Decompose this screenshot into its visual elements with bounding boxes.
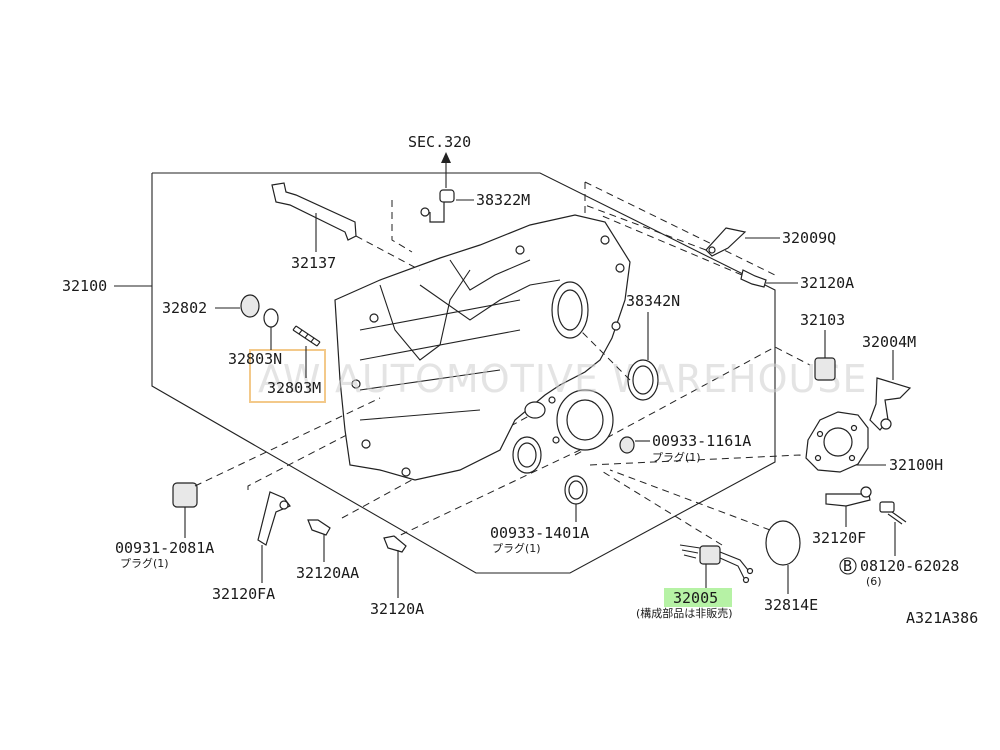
watermark-logo: AW — [258, 357, 322, 401]
note-00933-1401A: プラグ(1) — [492, 541, 541, 555]
label-38322M[interactable]: 38322M — [476, 191, 530, 209]
label-32120A-bottom[interactable]: 32120A — [370, 600, 424, 618]
note-00931-2081A: プラグ(1) — [120, 556, 169, 570]
label-32120A-top[interactable]: 32120A — [800, 274, 854, 292]
label-32004M[interactable]: 32004M — [862, 333, 916, 351]
part-32120FA[interactable]: 32120FA — [212, 491, 291, 603]
prefix-08120-62028: B — [843, 557, 852, 575]
section-ref-label[interactable]: SEC.320 — [408, 133, 471, 151]
label-32802[interactable]: 32802 — [162, 299, 207, 317]
highlight-32005 — [664, 588, 732, 607]
part-32005[interactable]: 32005 (構成部品は非販売) — [599, 469, 754, 620]
watermark: AW AUTOMOTIVE WAREHOUSE — [249, 349, 867, 403]
label-32100[interactable]: 32100 — [62, 277, 107, 295]
group-outline-32100h-2 — [589, 454, 801, 466]
label-32009Q[interactable]: 32009Q — [782, 229, 836, 247]
part-32004M[interactable]: 32004M — [862, 333, 916, 431]
part-32120AA[interactable]: 32120AA — [296, 519, 359, 582]
note-00933-1161A: プラグ(1) — [652, 450, 701, 464]
part-32120A-top[interactable]: 32120A — [599, 214, 854, 292]
note-32005: (構成部品は非販売) — [636, 606, 733, 620]
label-38342N[interactable]: 38342N — [626, 292, 680, 310]
label-32803M[interactable]: 32803M — [267, 379, 321, 397]
label-32103[interactable]: 32103 — [800, 311, 845, 329]
part-32100H[interactable]: 32100H — [805, 411, 943, 474]
label-00933-1401A[interactable]: 00933-1401A — [490, 524, 589, 542]
transmission-case-illustration — [334, 214, 631, 481]
part-32100[interactable]: 32100 — [62, 277, 152, 295]
part-32137[interactable]: 32137 — [271, 182, 421, 272]
label-32005[interactable]: 32005 — [673, 589, 718, 607]
section-reference[interactable]: SEC.320 — [408, 133, 471, 188]
part-32103[interactable]: 32103 — [800, 311, 845, 381]
label-32120F[interactable]: 32120F — [812, 529, 866, 547]
part-32802[interactable]: 32802 — [162, 294, 260, 318]
group-outline-38322 — [391, 200, 413, 253]
part-32120A-bottom[interactable]: 32120A — [370, 535, 424, 618]
label-32100H[interactable]: 32100H — [889, 456, 943, 474]
part-32803M[interactable]: 32803M — [267, 325, 321, 397]
part-32009Q[interactable]: 32009Q — [584, 204, 836, 257]
label-32120AA[interactable]: 32120AA — [296, 564, 359, 582]
part-00933-1161A[interactable]: 00933-1161A プラグ(1) — [619, 432, 751, 464]
label-00933-1161A[interactable]: 00933-1161A — [652, 432, 751, 450]
watermark-logo-box — [249, 349, 326, 403]
part-32814E[interactable]: 32814E — [609, 469, 818, 614]
watermark-text: AUTOMOTIVE WAREHOUSE — [335, 357, 867, 401]
part-00931-2081A[interactable]: 00931-2081A プラグ(1) — [115, 397, 381, 570]
part-38342N[interactable]: 38342N — [579, 292, 680, 401]
label-32137[interactable]: 32137 — [291, 254, 336, 272]
bolt-type-b-icon — [839, 557, 857, 575]
label-32814E[interactable]: 32814E — [764, 596, 818, 614]
label-00931-2081A[interactable]: 00931-2081A — [115, 539, 214, 557]
label-32803N[interactable]: 32803N — [228, 350, 282, 368]
label-08120-62028[interactable]: 08120-62028 — [860, 557, 959, 575]
label-32120FA[interactable]: 32120FA — [212, 585, 275, 603]
part-32803N[interactable]: 32803N — [228, 308, 282, 368]
drawing-code: A321A386 — [906, 609, 978, 627]
part-00933-1401A[interactable]: 00933-1401A プラグ(1) — [490, 475, 589, 555]
part-38322M[interactable]: 38322M — [420, 189, 530, 223]
group-outline-32100h — [574, 346, 811, 456]
part-08120-62028[interactable]: B 08120-62028 (6) — [839, 501, 959, 588]
case-group-outline — [151, 172, 776, 574]
part-32120F[interactable]: 32120F — [812, 486, 872, 547]
qty-08120-62028: (6) — [866, 575, 882, 588]
section-ref-arrow-icon — [441, 152, 451, 163]
